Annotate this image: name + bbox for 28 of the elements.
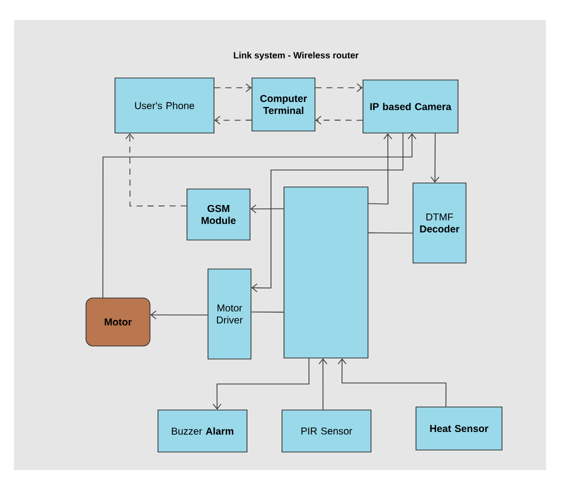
block-box: Buzzer Alarm xyxy=(158,410,248,452)
arrow xyxy=(338,358,446,407)
dashed-arrow xyxy=(214,116,252,125)
dashed-arrow xyxy=(315,83,363,92)
arrow xyxy=(250,204,284,214)
block-box xyxy=(284,186,368,358)
block-box: PIR Sensor xyxy=(282,410,372,452)
block-box: GSM Module xyxy=(186,188,250,240)
block-box: Heat Sensor xyxy=(416,406,502,450)
block-box: User's Phone xyxy=(114,78,214,134)
arrow xyxy=(150,310,208,320)
arrow xyxy=(212,358,310,410)
dashed-arrow xyxy=(315,116,363,125)
block-box: Computer Terminal xyxy=(252,78,316,132)
block-box: IP based Camera xyxy=(362,80,458,134)
arrow xyxy=(251,133,404,292)
connector-line xyxy=(251,312,284,313)
block-box: DTMF Decoder xyxy=(412,182,466,264)
motor-box: Motor xyxy=(86,298,150,346)
dashed-arrow xyxy=(125,133,187,206)
arrow xyxy=(318,358,328,410)
dashed-arrow xyxy=(214,83,252,92)
arrow xyxy=(430,133,440,183)
block-box: Motor Driver xyxy=(208,268,252,360)
arrow xyxy=(368,133,392,204)
connector-line xyxy=(368,232,413,234)
title: Link system - Wireless router xyxy=(234,52,359,60)
arrow xyxy=(102,133,416,298)
